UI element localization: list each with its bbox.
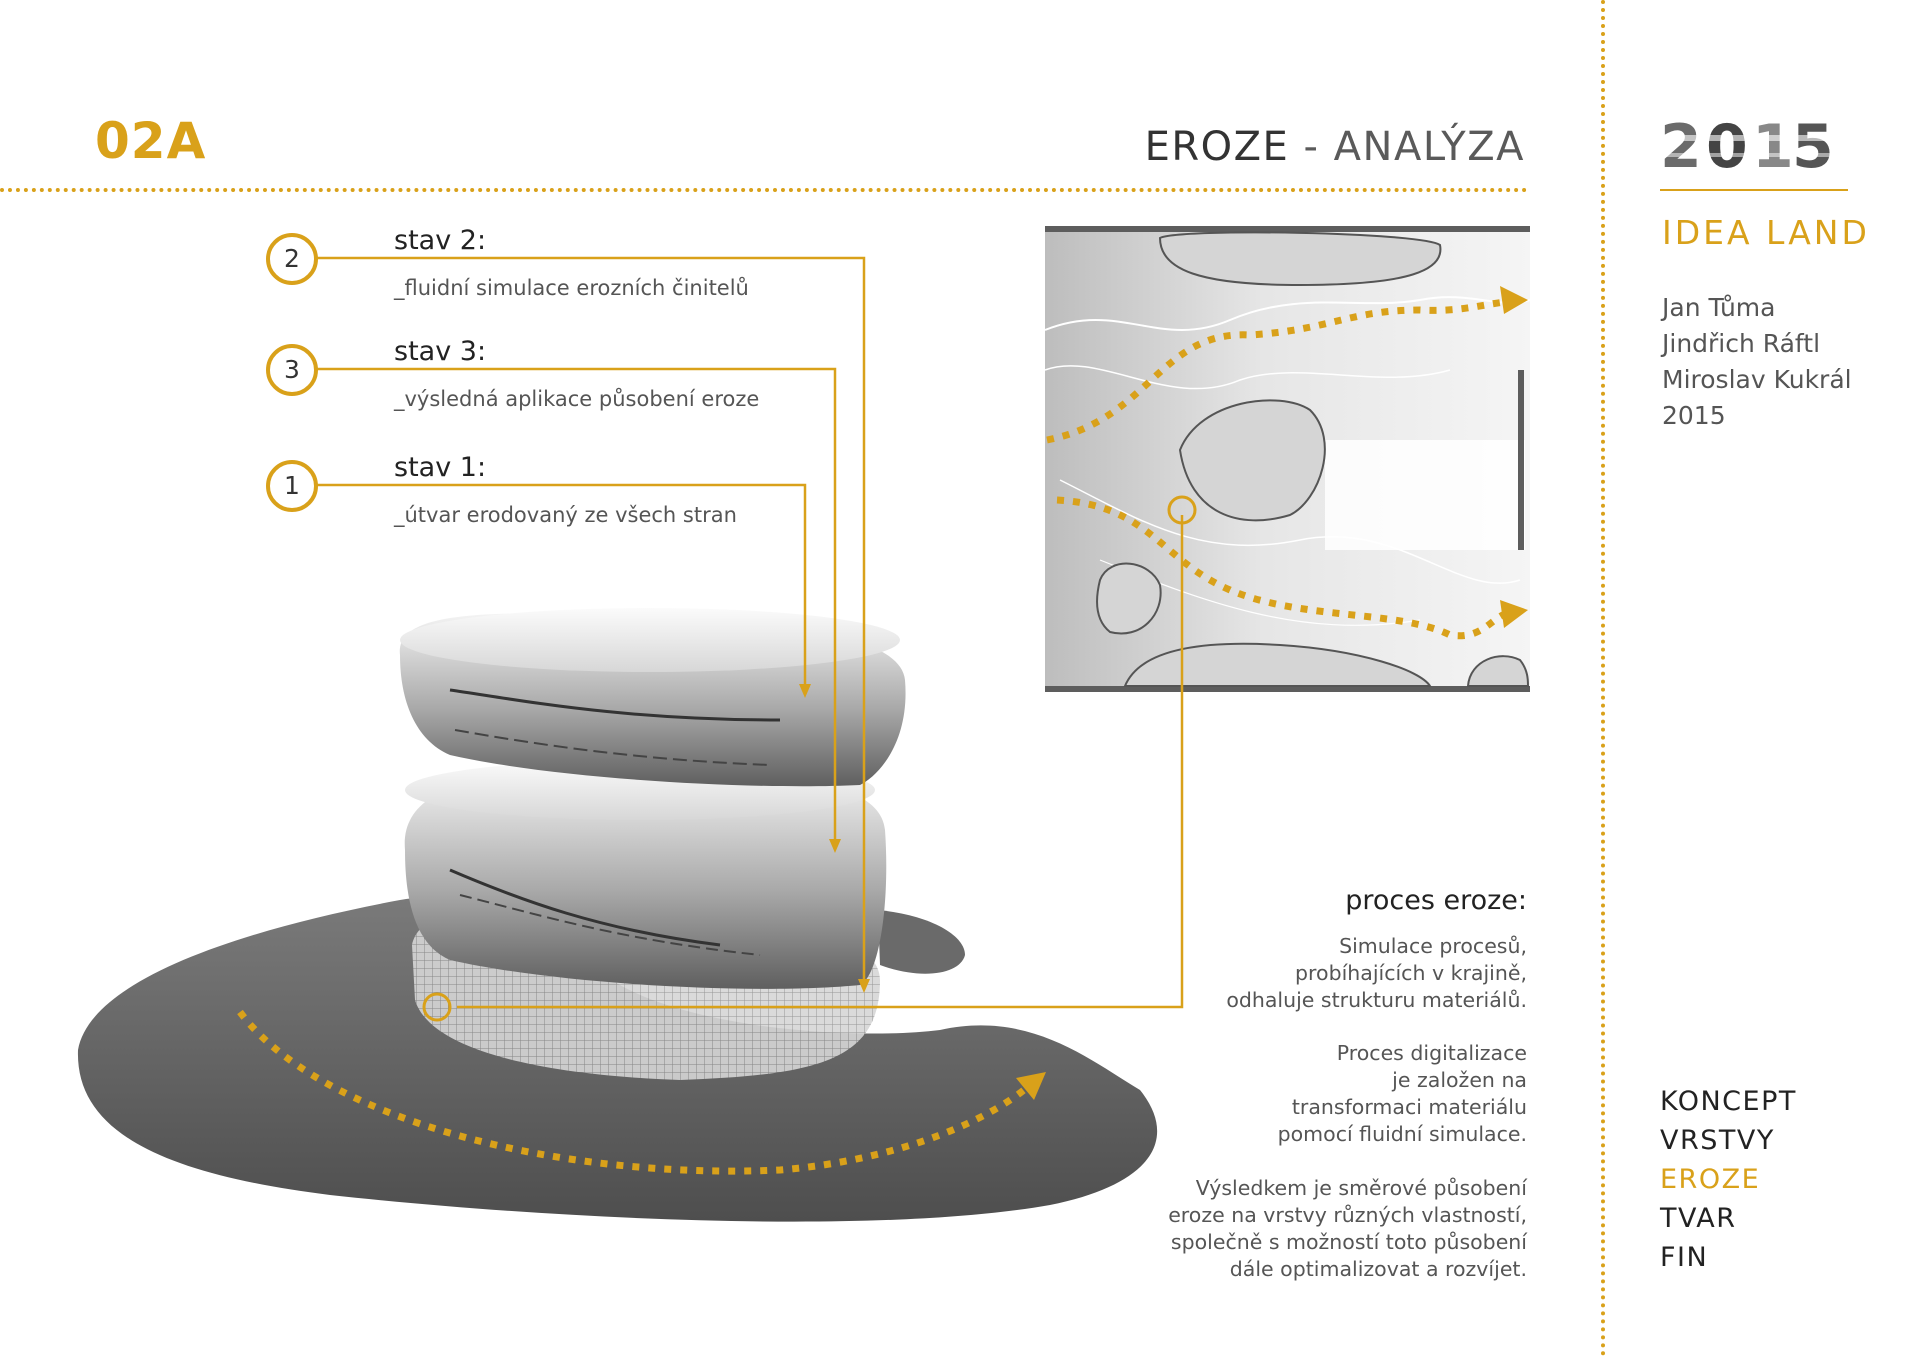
- process-line: transformaci materiálu: [1291, 1095, 1527, 1119]
- author-name: Jindřich Ráftl: [1662, 329, 1821, 358]
- process-paragraph: Proces digitalizace je založen na transf…: [1127, 1040, 1527, 1148]
- fluid-simulation-panel: [1044, 226, 1531, 692]
- author-name: Miroslav Kukrál: [1662, 365, 1852, 394]
- middle-layer: [404, 760, 887, 989]
- stage-badge: 1: [266, 460, 318, 512]
- sheet-title: EROZE - ANALÝZA: [1130, 124, 1525, 170]
- nav-item-eroze[interactable]: EROZE: [1660, 1164, 1761, 1195]
- leader-arrowheads: [799, 684, 870, 993]
- process-line: Simulace procesů,: [1339, 934, 1527, 958]
- stage-title: stav 3:: [394, 336, 487, 367]
- process-heading: proces eroze:: [1345, 885, 1527, 916]
- process-line: dále optimalizovat a rozvíjet.: [1229, 1257, 1527, 1281]
- title-sub: ANALÝZA: [1333, 124, 1525, 170]
- process-paragraph: Simulace procesů, probíhajících v krajin…: [1127, 933, 1527, 1014]
- process-line: odhaluje strukturu materiálů.: [1226, 988, 1527, 1012]
- authors-list: Jan Tůma Jindřich Ráftl Miroslav Kukrál …: [1662, 290, 1852, 434]
- header-divider: [0, 188, 1528, 192]
- process-line: Výsledkem je směrové působení: [1195, 1176, 1527, 1200]
- logo-digit: 5: [1792, 115, 1834, 177]
- nav-item-vrstvy[interactable]: VRSTVY: [1660, 1125, 1775, 1156]
- process-line: probíhajících v krajině,: [1295, 961, 1527, 985]
- nav-item-tvar[interactable]: TVAR: [1660, 1203, 1737, 1234]
- simulation-marker: [1167, 495, 1197, 525]
- project-year: 2015: [1662, 401, 1726, 430]
- stage-description: _fluidní simulace erozních činitelů: [394, 276, 749, 300]
- stage-title: stav 1:: [394, 452, 487, 483]
- logo-digit: 0: [1706, 115, 1748, 177]
- sidebar-divider: [1601, 0, 1605, 1357]
- logo-rule: [1660, 189, 1848, 191]
- sheet-code: 02A: [95, 112, 207, 170]
- logo-digit: 2: [1660, 115, 1702, 177]
- stage-title: stav 2:: [394, 225, 487, 256]
- process-paragraph: Výsledkem je směrové působení eroze na v…: [1127, 1175, 1527, 1283]
- stage-badge: 2: [266, 233, 318, 285]
- section-nav: KONCEPT VRSTVY EROZE TVAR FIN: [1660, 1082, 1797, 1277]
- year-logo: 2 0 1 5: [1660, 112, 1850, 182]
- stage-badge: 3: [266, 344, 318, 396]
- stage-description: _útvar erodovaný ze všech stran: [394, 503, 737, 527]
- process-line: společně s možností toto působení: [1170, 1230, 1527, 1254]
- stage-description: _výsledná aplikace působení eroze: [394, 387, 760, 411]
- author-name: Jan Tůma: [1662, 293, 1776, 322]
- project-name: IDEA LAND: [1662, 213, 1870, 252]
- nav-item-fin[interactable]: FIN: [1660, 1242, 1709, 1273]
- logo-digit: 1: [1752, 115, 1794, 177]
- process-line: eroze na vrstvy různých vlastností,: [1168, 1203, 1527, 1227]
- title-main: EROZE: [1144, 124, 1290, 170]
- process-line: je založen na: [1392, 1068, 1527, 1092]
- base-flow-arrow: [237, 1009, 1046, 1175]
- sample-marker: [422, 992, 452, 1022]
- leader-lines: [314, 256, 1184, 1009]
- process-line: Proces digitalizace: [1336, 1041, 1527, 1065]
- process-line: pomocí fluidní simulace.: [1277, 1122, 1527, 1146]
- title-separator: -: [1289, 124, 1334, 170]
- nav-item-koncept[interactable]: KONCEPT: [1660, 1086, 1797, 1117]
- top-layer: [399, 608, 906, 787]
